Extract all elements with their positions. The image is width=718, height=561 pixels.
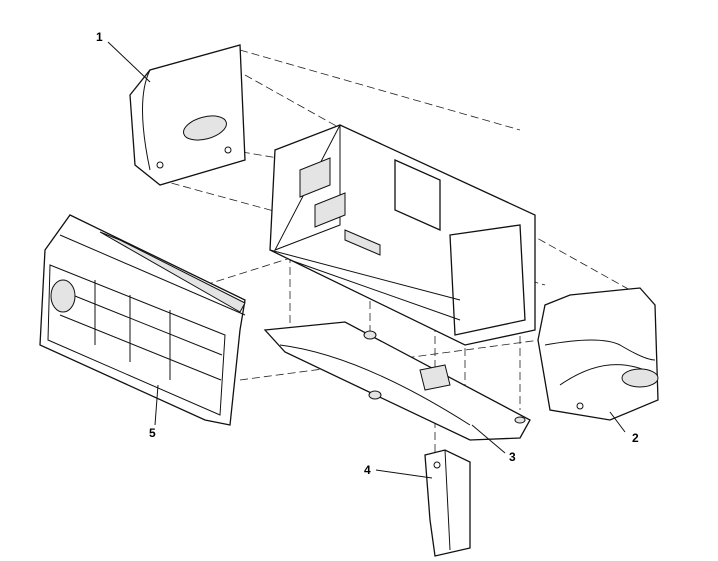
callout-5: 5 [149, 426, 156, 440]
part-1-left-end-cap [129, 44, 246, 186]
callout-1: 1 [96, 30, 103, 44]
part-2-right-end-cap [537, 287, 659, 421]
callout-2: 2 [632, 431, 639, 445]
part-4-bracket [424, 449, 471, 557]
callout-leaders [107, 41, 626, 479]
part-5-grille [39, 214, 246, 426]
center-frame [269, 124, 536, 346]
callout-3: 3 [509, 450, 516, 464]
callout-4: 4 [364, 463, 371, 477]
part-3-lower-panel [263, 321, 531, 441]
